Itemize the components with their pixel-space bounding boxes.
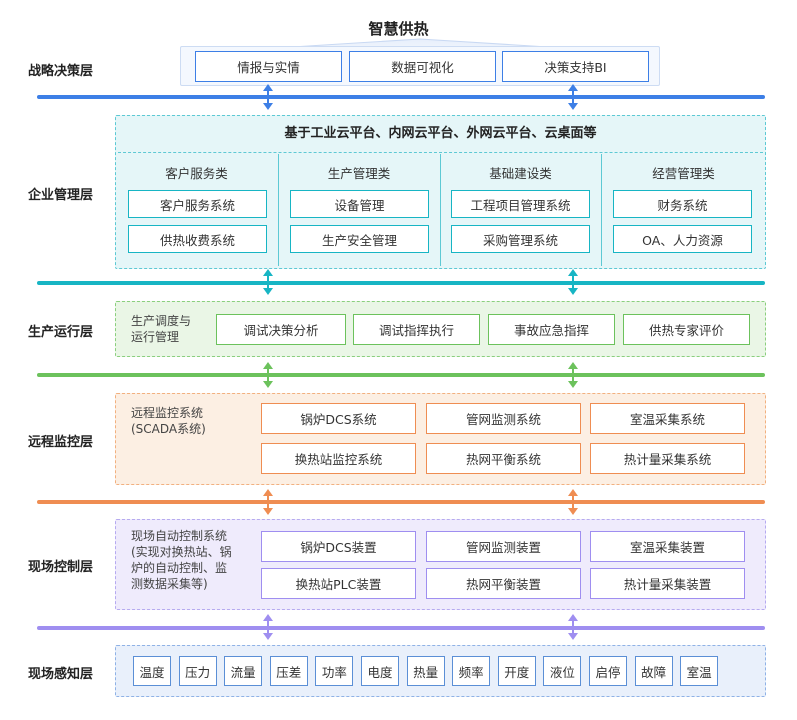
production-label-line2: 运行管理: [131, 330, 180, 344]
bidirectional-arrow-icon: [568, 84, 578, 110]
bidirectional-arrow-icon: [263, 614, 273, 640]
sensor-item: 流量: [224, 656, 263, 686]
enterprise-item: 工程项目管理系统: [451, 190, 590, 218]
enterprise-item: 财务系统: [613, 190, 752, 218]
enterprise-col-divider-2: [440, 154, 441, 266]
remote-item: 室温采集系统: [590, 403, 745, 434]
field-control-item: 室温采集装置: [590, 531, 745, 562]
sensor-item: 频率: [452, 656, 491, 686]
strategy-divider: [37, 95, 765, 99]
remote-divider: [37, 500, 765, 504]
remote-item: 锅炉DCS系统: [261, 403, 416, 434]
bidirectional-arrow-icon: [263, 362, 273, 388]
bidirectional-arrow-icon: [568, 489, 578, 515]
production-item: 调试决策分析: [216, 314, 346, 345]
sensor-item: 电度: [361, 656, 399, 686]
layer-label-perception: 现场感知层: [28, 667, 94, 682]
sensor-item: 开度: [497, 656, 536, 686]
production-divider: [37, 373, 765, 377]
production-label-line1: 生产调度与: [131, 314, 192, 328]
bidirectional-arrow-icon: [263, 84, 273, 110]
layer-label-enterprise: 企业管理层: [28, 188, 94, 203]
enterprise-col-title-4: 经营管理类: [652, 166, 715, 181]
sensor-item: 故障: [634, 656, 673, 686]
bidirectional-arrow-icon: [263, 269, 273, 295]
field-control-item: 锅炉DCS装置: [261, 531, 416, 562]
bidirectional-arrow-icon: [568, 614, 578, 640]
bidirectional-arrow-icon: [568, 362, 578, 388]
strategy-item-2: 数据可视化: [349, 51, 496, 82]
remote-label-line2: (SCADA系统): [131, 422, 206, 436]
production-item: 事故应急指挥: [488, 314, 615, 345]
enterprise-header-divider: [118, 152, 763, 153]
sensor-item: 启停: [589, 656, 627, 686]
strategy-item-1: 情报与实情: [195, 51, 342, 82]
production-item: 调试指挥执行: [353, 314, 480, 345]
production-item: 供热专家评价: [623, 314, 750, 345]
field-control-label-line1: 现场自动控制系统: [131, 529, 228, 543]
remote-item: 换热站监控系统: [261, 443, 416, 474]
enterprise-item: 采购管理系统: [451, 225, 590, 253]
field-control-item: 热网平衡装置: [426, 568, 581, 599]
remote-item: 热计量采集系统: [590, 443, 745, 474]
field-control-divider: [37, 626, 765, 630]
enterprise-header: 基于工业云平台、内网云平台、外网云平台、云桌面等: [284, 126, 597, 141]
sensor-item: 液位: [543, 656, 582, 686]
enterprise-item: 设备管理: [290, 190, 429, 218]
enterprise-item: 生产安全管理: [290, 225, 429, 253]
bidirectional-arrow-icon: [568, 269, 578, 295]
strategy-item-3: 决策支持BI: [502, 51, 649, 82]
remote-item: 热网平衡系统: [426, 443, 581, 474]
enterprise-item: 供热收费系统: [128, 225, 267, 253]
sensor-item: 压差: [269, 656, 308, 686]
enterprise-item: OA、人力资源: [613, 225, 752, 253]
enterprise-divider: [37, 281, 765, 285]
sensor-item: 温度: [133, 656, 171, 686]
enterprise-col-title-1: 客户服务类: [165, 166, 228, 181]
sensor-item: 热量: [406, 656, 445, 686]
layer-label-strategy: 战略决策层: [28, 64, 94, 79]
sensor-item: 功率: [315, 656, 354, 686]
enterprise-col-title-3: 基础建设类: [489, 166, 552, 181]
enterprise-item: 客户服务系统: [128, 190, 267, 218]
field-control-item: 热计量采集装置: [590, 568, 745, 599]
field-control-label-line3: 炉的自动控制、监: [131, 561, 228, 575]
sensor-item: 压力: [178, 656, 217, 686]
field-control-item: 管网监测装置: [426, 531, 581, 562]
remote-item: 管网监测系统: [426, 403, 581, 434]
enterprise-col-divider-1: [278, 154, 279, 266]
remote-label-line1: 远程监控系统: [131, 406, 204, 420]
field-control-item: 换热站PLC装置: [261, 568, 416, 599]
enterprise-col-title-2: 生产管理类: [327, 166, 391, 181]
diagram-title: 智慧供热: [368, 20, 429, 38]
layer-label-production: 生产运行层: [28, 325, 94, 340]
layer-label-field-control: 现场控制层: [28, 560, 94, 575]
field-control-label-line2: (实现对换热站、锅: [131, 545, 232, 559]
sensor-item: 室温: [680, 656, 719, 686]
layer-label-remote: 远程监控层: [28, 435, 94, 450]
field-control-label-line4: 测数据采集等): [131, 577, 208, 591]
bidirectional-arrow-icon: [263, 489, 273, 515]
enterprise-col-divider-3: [601, 154, 602, 266]
